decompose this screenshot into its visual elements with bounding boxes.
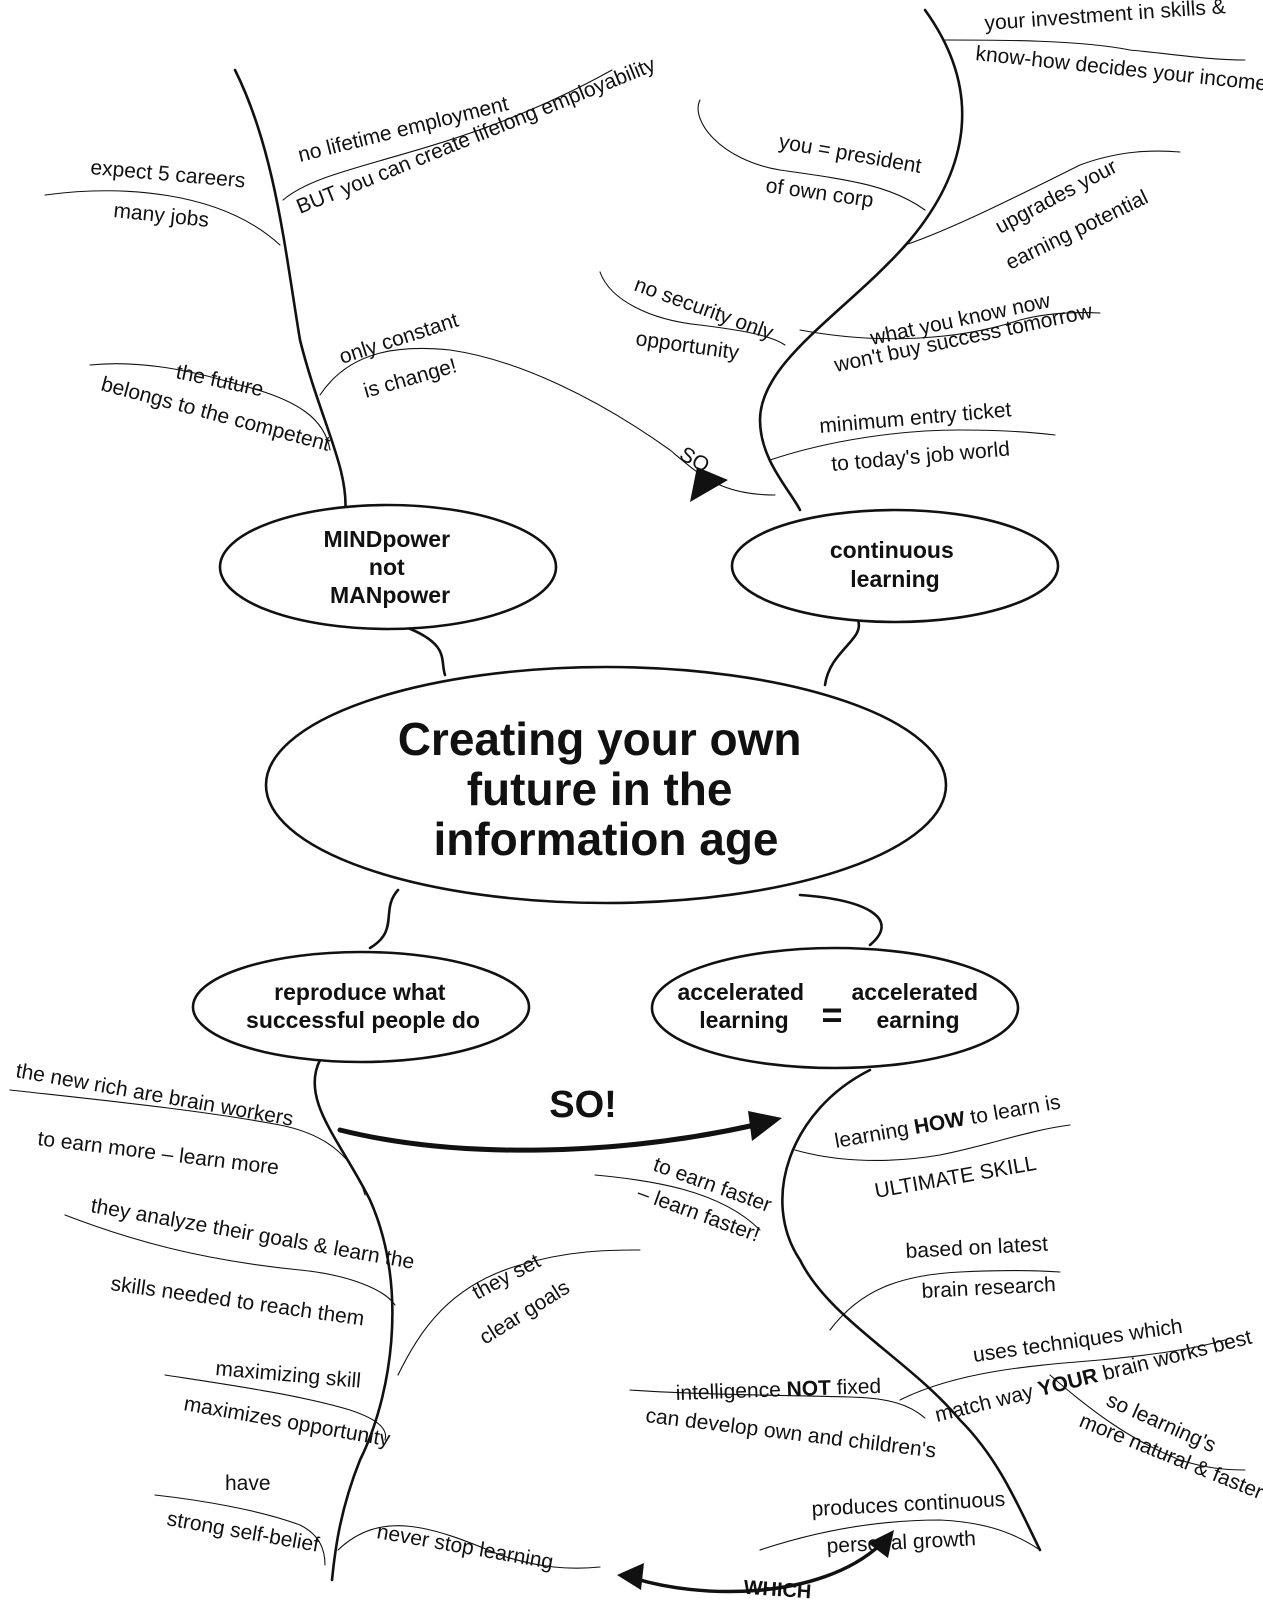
- node-accelerated-left-label: accelerated learning: [678, 979, 811, 1033]
- leaf-brain-research-line2: brain research: [921, 1273, 1056, 1303]
- twig-never-stop: [337, 1525, 601, 1569]
- connector-accelerated-center: [798, 893, 883, 947]
- node-reproduce-shape: [191, 950, 531, 1064]
- leaf-growth-line1: produces continuous: [811, 1488, 1006, 1521]
- leaf-only-constant-line2: is change!: [361, 354, 459, 402]
- node-reproduce-label: reproduce what successful people do: [246, 979, 480, 1033]
- leaf-learning-how-line1: learning HOW to learn is: [833, 1091, 1062, 1153]
- twig-techniques: [899, 1339, 1226, 1401]
- twig-analyze-goals: [64, 1214, 396, 1306]
- which-label: WHICH: [743, 1577, 812, 1604]
- leaf-maximizing-line1: maximizing skill: [215, 1357, 362, 1393]
- leaf-maximizing-line2: maximizes opportunity: [182, 1392, 392, 1451]
- node-mindpower-shape: [218, 503, 558, 631]
- leaf-investment-line1: your investment in skills &: [984, 0, 1227, 35]
- leaf-intelligence-line2: can develop own and children's: [644, 1404, 937, 1462]
- leaf-intelligence-line1: intelligence NOT fixed: [675, 1375, 881, 1405]
- twig-new-rich: [9, 1089, 366, 1196]
- leaf-president-line2: of own corp: [764, 174, 875, 212]
- twig-investment: [944, 39, 1246, 61]
- leaf-upgrades-line2: earning potential: [1002, 186, 1152, 275]
- twig-maximizing: [164, 1374, 387, 1441]
- twig-no-security: [599, 271, 786, 346]
- node-center-shape: [264, 665, 948, 905]
- twig-learning-how: [794, 1124, 1071, 1162]
- leaf-new-rich-line2: to earn more – learn more: [36, 1127, 280, 1179]
- branch-accelerated: [781, 1068, 1042, 1552]
- twig-future-competent: [89, 363, 331, 451]
- so-big-arrow-head-icon: [748, 1111, 782, 1141]
- node-accelerated-shape: [650, 946, 1020, 1070]
- leaf-analyze-goals-line2: skills needed to reach them: [109, 1272, 365, 1330]
- leaf-expect-careers-line1: expect 5 careers: [90, 156, 247, 192]
- which-arrow: [628, 1543, 882, 1594]
- which-arrow-left-head-icon: [617, 1563, 644, 1590]
- so-big-label: SO!: [549, 1084, 617, 1126]
- node-mindpower-label: MINDpower not MANpower: [324, 526, 457, 608]
- leaf-no-security-line2: opportunity: [634, 327, 741, 364]
- twig-no-lifetime: [282, 69, 613, 201]
- twig-intelligence: [629, 1389, 926, 1419]
- leaf-expect-careers-line2: many jobs: [112, 199, 210, 232]
- leaf-self-belief-line1: have: [225, 1472, 271, 1495]
- twig-president: [697, 99, 926, 211]
- twig-natural: [1049, 1374, 1246, 1471]
- node-continuous-shape: [730, 508, 1060, 624]
- twig-brain-research: [829, 1269, 1061, 1331]
- twig-earn-faster: [594, 1174, 761, 1231]
- twig-entry-ticket: [769, 429, 1056, 461]
- leaf-investment-line2: know-how decides your income: [974, 42, 1263, 95]
- so-big-arrow: [337, 1122, 758, 1153]
- node-continuous-label: continuous learning: [830, 537, 960, 592]
- twig-growth: [759, 1519, 1041, 1551]
- branch-continuous: [758, 8, 964, 512]
- twig-clear-goals: [397, 1249, 641, 1376]
- leaf-entry-ticket-line2: to today's job world: [830, 437, 1010, 476]
- so-arrow-head-icon: [690, 467, 728, 502]
- leaf-growth-line2: personal growth: [826, 1527, 976, 1558]
- connector-reproduce-center: [368, 888, 400, 950]
- node-accelerated-right-label: accelerated earning: [852, 979, 985, 1033]
- center-title: Creating your own future in the informat…: [398, 713, 815, 865]
- connector-continuous-center: [823, 618, 861, 687]
- node-accelerated-equals: =: [821, 994, 842, 1035]
- twig-know-now: [799, 312, 1101, 340]
- leaf-analyze-goals-line1: they analyze their goals & learn the: [89, 1194, 416, 1274]
- twig-self-belief: [154, 1494, 326, 1566]
- leaf-brain-research-line1: based on latest: [905, 1233, 1049, 1263]
- twig-upgrades: [904, 150, 1181, 246]
- leaf-president-line1: you = president: [777, 130, 923, 178]
- leaf-never-stop-line1: never stop learning: [375, 1520, 555, 1574]
- branch-reproduce: [313, 1058, 394, 1582]
- connector-mindpower-center: [406, 626, 447, 677]
- which-arrow-right-head-icon: [868, 1530, 894, 1558]
- branch-mindpower: [233, 68, 347, 517]
- leaf-self-belief-line2: strong self-belief: [165, 1507, 321, 1556]
- twig-expect-careers: [44, 190, 281, 246]
